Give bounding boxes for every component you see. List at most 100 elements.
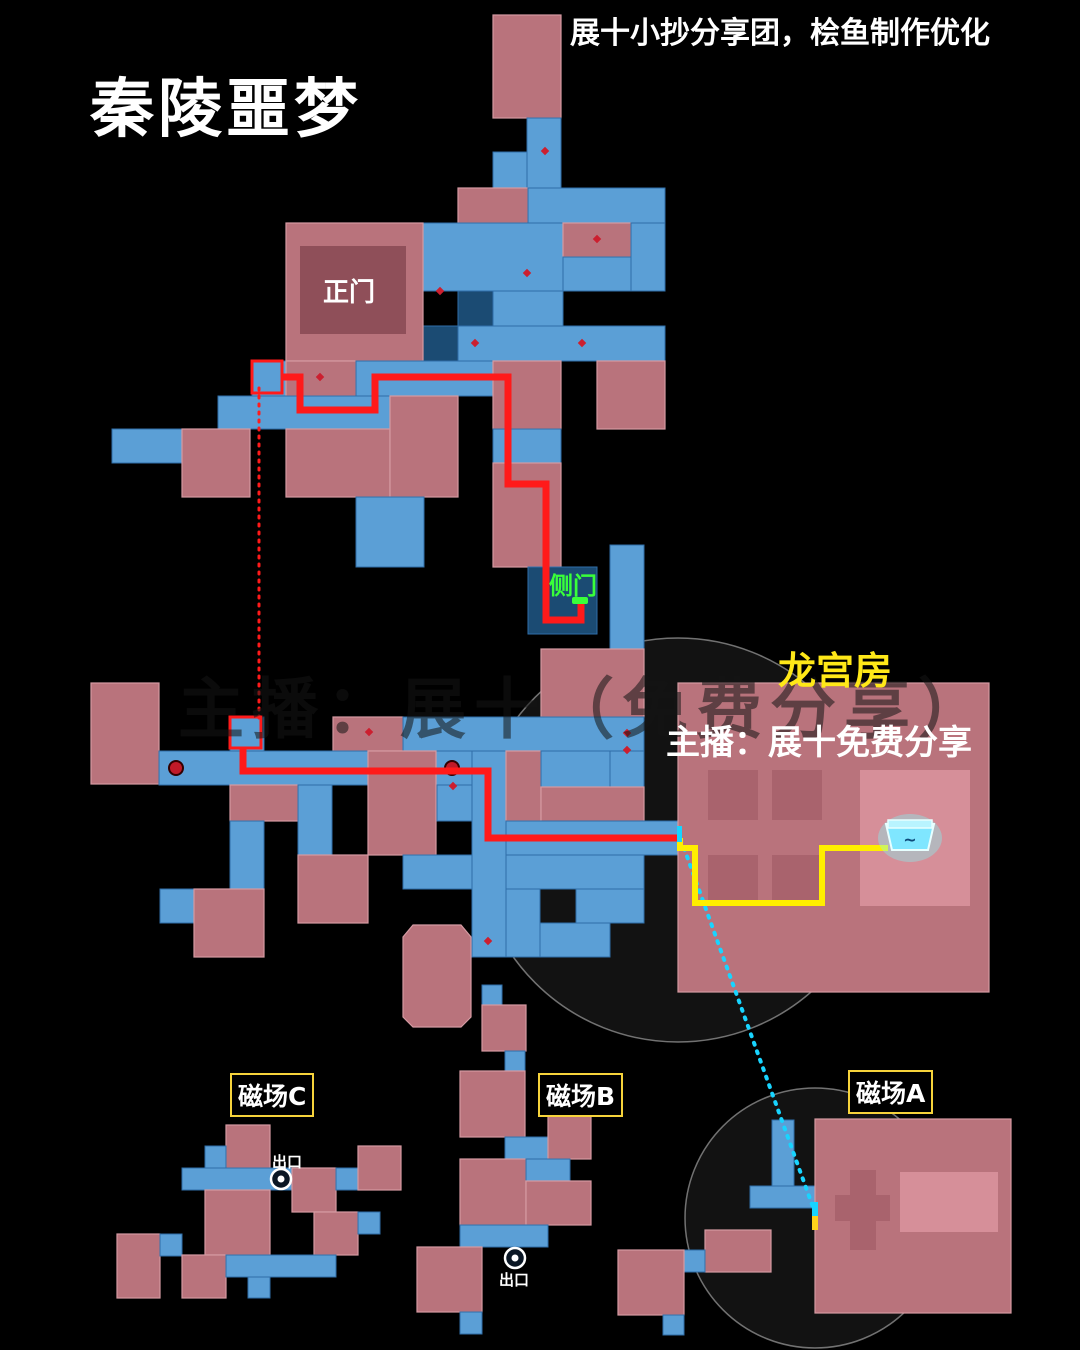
- corridor: [527, 187, 666, 224]
- chamber: [596, 360, 666, 430]
- corridor: [357, 1211, 381, 1235]
- enemy-marker-icon: [483, 936, 493, 946]
- corridor: [457, 325, 666, 362]
- dragon-palace-pillar: [772, 770, 822, 820]
- enemy-marker-icon: [315, 372, 325, 382]
- corridor: [459, 1224, 549, 1248]
- corridor: [771, 1119, 795, 1187]
- chamber: [505, 750, 542, 822]
- dragon-palace-pillar: [708, 855, 758, 905]
- field-b-label: 磁场B: [538, 1073, 624, 1117]
- main-gate-label: 正门: [323, 278, 376, 308]
- field-c-label: 磁场C: [230, 1073, 315, 1117]
- enemy-marker-icon: [622, 728, 632, 738]
- chamber: [90, 682, 160, 785]
- yellow-door-marker: [812, 1216, 818, 1230]
- chamber: [225, 1124, 271, 1169]
- chamber: [229, 784, 299, 822]
- dragon-palace-pillar: [708, 770, 758, 820]
- chamber: [525, 1180, 592, 1226]
- field-a-altar: [900, 1172, 998, 1232]
- treasure-chest-icon[interactable]: ~: [878, 814, 942, 862]
- corridor: [159, 1233, 183, 1257]
- corridor: [562, 256, 632, 292]
- chamber: [704, 1229, 772, 1273]
- corridor: [539, 922, 611, 958]
- corridor: [225, 1254, 337, 1278]
- corridor: [436, 784, 473, 822]
- chamber: [459, 1070, 526, 1138]
- corridor: [402, 716, 645, 752]
- corridor: [204, 1145, 227, 1169]
- chamber: [297, 854, 369, 924]
- chamber: [492, 14, 562, 119]
- dragon-route: [677, 838, 888, 906]
- chamber: [547, 1114, 592, 1160]
- chamber: [285, 428, 391, 498]
- credit-text: 展十小抄分享团，桧鱼制作优化: [570, 16, 990, 51]
- teleport-box-upper[interactable]: [250, 359, 284, 395]
- watermark: 主播：展十（免费分享）: [178, 671, 992, 748]
- cyan-door-marker: [812, 1202, 818, 1216]
- main-gate-inner: [300, 246, 406, 334]
- dark-room: [457, 290, 494, 327]
- exit-portal-icon[interactable]: [503, 1246, 527, 1270]
- field-a-cross: [850, 1170, 876, 1250]
- enemy-marker-icon: [435, 286, 445, 296]
- chamber: [181, 1254, 227, 1299]
- side-gate-marker: [572, 597, 588, 604]
- chamber: [459, 1158, 527, 1226]
- corridor: [492, 151, 528, 189]
- room-layer: [90, 14, 1012, 1336]
- corridor: [540, 750, 611, 788]
- corridor: [111, 428, 183, 464]
- chamber: [389, 395, 459, 498]
- corridor: [504, 1050, 526, 1072]
- chamber: [617, 1249, 685, 1316]
- enemy-marker-icon: [622, 745, 632, 755]
- corridor: [459, 1311, 483, 1335]
- corridor: [247, 1276, 271, 1299]
- chamber: [492, 360, 562, 430]
- chamber: [193, 888, 265, 958]
- dark-room: [422, 325, 459, 362]
- chamber: [313, 1211, 359, 1256]
- enemy-marker-icon: [168, 760, 184, 776]
- corridor: [159, 888, 195, 924]
- chamber: [367, 750, 437, 856]
- teleport-box-lower[interactable]: [228, 715, 263, 750]
- field-a-label: 磁场A: [848, 1070, 934, 1114]
- corridor: [505, 888, 541, 958]
- chamber: [492, 462, 562, 568]
- octagon-chamber: [402, 924, 472, 1028]
- dragon-palace-pillar: [772, 855, 822, 905]
- chamber: [116, 1233, 161, 1299]
- corridor: [229, 820, 265, 892]
- exit-portal-icon[interactable]: [269, 1167, 293, 1191]
- chamber: [181, 428, 251, 498]
- cyan-door-marker: [677, 826, 682, 842]
- host-note: 主播：展十免费分享: [666, 723, 972, 763]
- chamber: [481, 1004, 527, 1052]
- chamber: [204, 1189, 271, 1256]
- corridor: [297, 784, 333, 856]
- chamber: [457, 187, 529, 224]
- enemy-marker-icon: [448, 781, 458, 791]
- corridor: [402, 854, 473, 890]
- corridor: [575, 888, 645, 924]
- corridor: [422, 222, 564, 292]
- corridor: [630, 222, 666, 292]
- chamber: [416, 1246, 483, 1313]
- enemy-marker-icon: [522, 268, 532, 278]
- chamber: [291, 1167, 337, 1213]
- corridor: [355, 496, 425, 568]
- map-title: 秦陵噩梦: [90, 73, 362, 147]
- dragon-palace-label: 龙宫房: [778, 649, 893, 693]
- corridor: [492, 290, 564, 327]
- corridor: [481, 984, 503, 1006]
- corridor: [505, 854, 645, 890]
- teleport-cyan-path: [682, 846, 816, 1212]
- corridor: [609, 750, 645, 788]
